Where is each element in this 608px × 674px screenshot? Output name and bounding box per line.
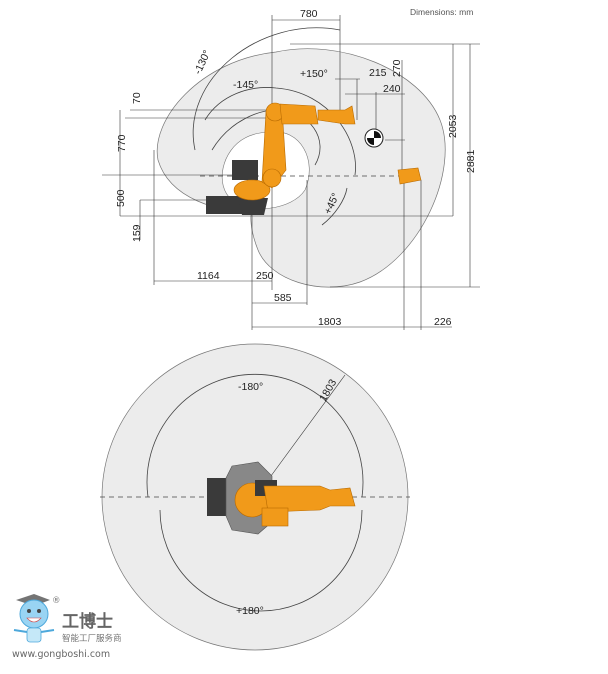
dim-2881: 2881: [465, 149, 477, 173]
dim-780: 780: [300, 8, 318, 20]
mascot-logo-icon: [13, 594, 55, 643]
robot-counterweight: [232, 160, 258, 180]
robot-base-plate: [206, 196, 242, 214]
robot-base-foot: [238, 198, 268, 215]
dim-1803: 1803: [318, 316, 342, 328]
robot-turntable: [233, 179, 271, 201]
dim-270: 270: [391, 59, 403, 77]
center-of-gravity-icon: [364, 128, 384, 148]
dim-585: 585: [274, 292, 292, 304]
robot-side-illustration: [206, 102, 422, 215]
angle-minus180: -180°: [238, 381, 263, 393]
robot-top-illustration: [207, 461, 356, 535]
top-range-arc-lower: [159, 509, 363, 612]
dim-1164: 1164: [197, 270, 220, 282]
side-view: Dimensions: mm 780 -130° +150° 215 270 -…: [102, 7, 480, 330]
robot-top-link: [261, 507, 289, 527]
dimension-lines: [102, 15, 480, 330]
axis3-plus45-arc: [321, 187, 348, 226]
top-radius-line: [267, 374, 346, 481]
brand-name: 工博士: [62, 611, 113, 632]
dim-70: 70: [131, 92, 143, 104]
robot-upper-arm: [279, 103, 319, 125]
robot-shoulder-joint: [262, 168, 282, 188]
registered-mark: ®: [52, 596, 61, 606]
robot-wrist: [317, 105, 356, 125]
angle-plus150: +150°: [300, 68, 328, 80]
robot-wrist-extended: [397, 167, 422, 185]
top-view: -180° 1803 +180°: [100, 343, 410, 651]
dim-240: 240: [383, 83, 401, 95]
gongboshi-watermark: ® 工博士 智能工厂服务商 www.gongboshi.com: [12, 594, 122, 660]
dim-250: 250: [256, 270, 274, 282]
dim-215: 215: [369, 67, 387, 79]
top-range-arc-upper: [146, 374, 364, 498]
dim-500: 500: [115, 189, 127, 207]
axis2-range-arc-outer: [192, 27, 341, 151]
brand-tagline: 智能工厂服务商: [62, 633, 122, 644]
units-note: Dimensions: mm: [410, 7, 473, 17]
dim-770: 770: [116, 134, 128, 152]
angle-minus145: -145°: [233, 79, 258, 91]
axis2-range-arc-inner: [204, 87, 356, 176]
dim-226: 226: [434, 316, 452, 328]
angle-plus180: +180°: [236, 605, 264, 617]
dim-2053: 2053: [447, 114, 459, 138]
brand-url: www.gongboshi.com: [12, 649, 110, 660]
angle-minus130: -130°: [192, 48, 214, 76]
dim-159: 159: [131, 224, 143, 242]
